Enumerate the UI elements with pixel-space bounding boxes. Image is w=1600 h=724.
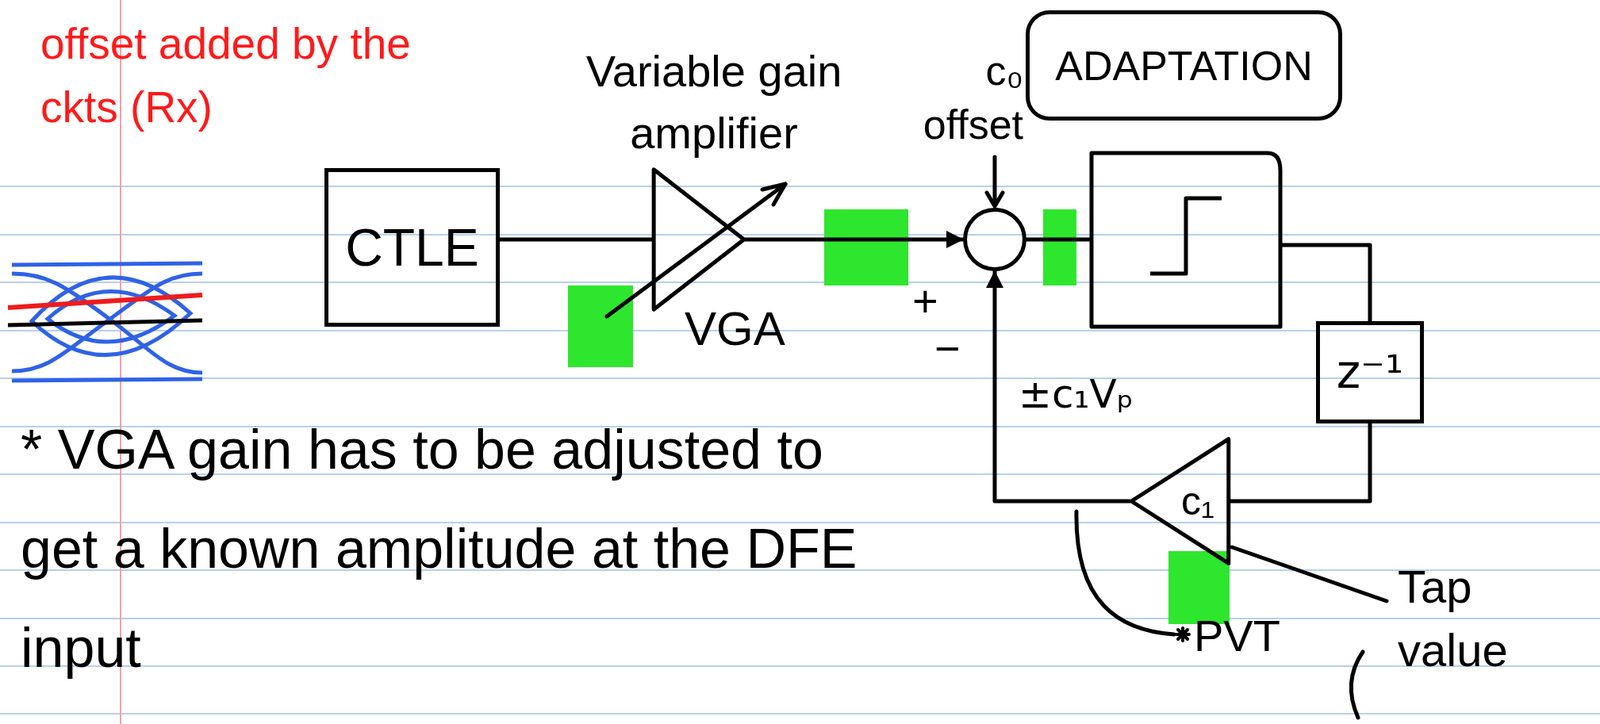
- arrow-head: [986, 270, 1004, 288]
- tap-value-label: Tap value: [1397, 555, 1557, 683]
- node-text: ADAPTATION: [1055, 42, 1313, 90]
- signal-wire: [744, 230, 964, 249]
- red-note: offset added by the ckts (Rx): [40, 11, 422, 139]
- plus-sign: +: [912, 277, 939, 326]
- ctle-box: CTLE: [324, 168, 500, 327]
- shape-path: [965, 210, 1025, 270]
- pvt-tap-leaders: [1076, 511, 1387, 718]
- signal-wire: [499, 239, 653, 241]
- shape-path: [653, 169, 745, 310]
- wire-line: [1229, 423, 1370, 502]
- offset-arrow: [986, 157, 1003, 207]
- slicer: [1025, 153, 1370, 327]
- signal-wire: [1229, 423, 1370, 502]
- shape-outline: [963, 208, 1026, 271]
- summing-node: c₀ offset: [963, 208, 1026, 271]
- wire-line: [744, 237, 964, 242]
- shape-outline: [652, 168, 745, 311]
- ruled-lines: [0, 186, 1600, 714]
- vga-amplifier: Variable gain amplifierVGA: [652, 168, 745, 311]
- node-text: z⁻¹: [1336, 345, 1404, 400]
- handwritten-note: * VGA gain has to be adjusted to get a k…: [20, 400, 870, 699]
- delay-box: z⁻¹: [1316, 321, 1424, 424]
- node-text: VGA: [684, 301, 786, 357]
- wire-line: [499, 237, 653, 242]
- shape-path: [1131, 439, 1229, 565]
- edge-label: ±c₁Vₚ: [1018, 370, 1134, 419]
- tap-amplifier: c₁: [1130, 437, 1230, 565]
- shape-outline: [1130, 437, 1230, 565]
- minus-sign: −: [934, 325, 961, 373]
- node-text: c₀ offset: [888, 43, 1024, 152]
- node-text: CTLE: [345, 217, 480, 278]
- node-text: c₁: [1181, 479, 1215, 525]
- adaptation-box: ADAPTATION: [1025, 10, 1343, 121]
- arrow-head: [946, 230, 964, 249]
- node-text: Variable gain amplifier: [555, 40, 873, 165]
- pvt-label: PVT: [1193, 610, 1281, 662]
- eye-diagram: [7, 263, 203, 381]
